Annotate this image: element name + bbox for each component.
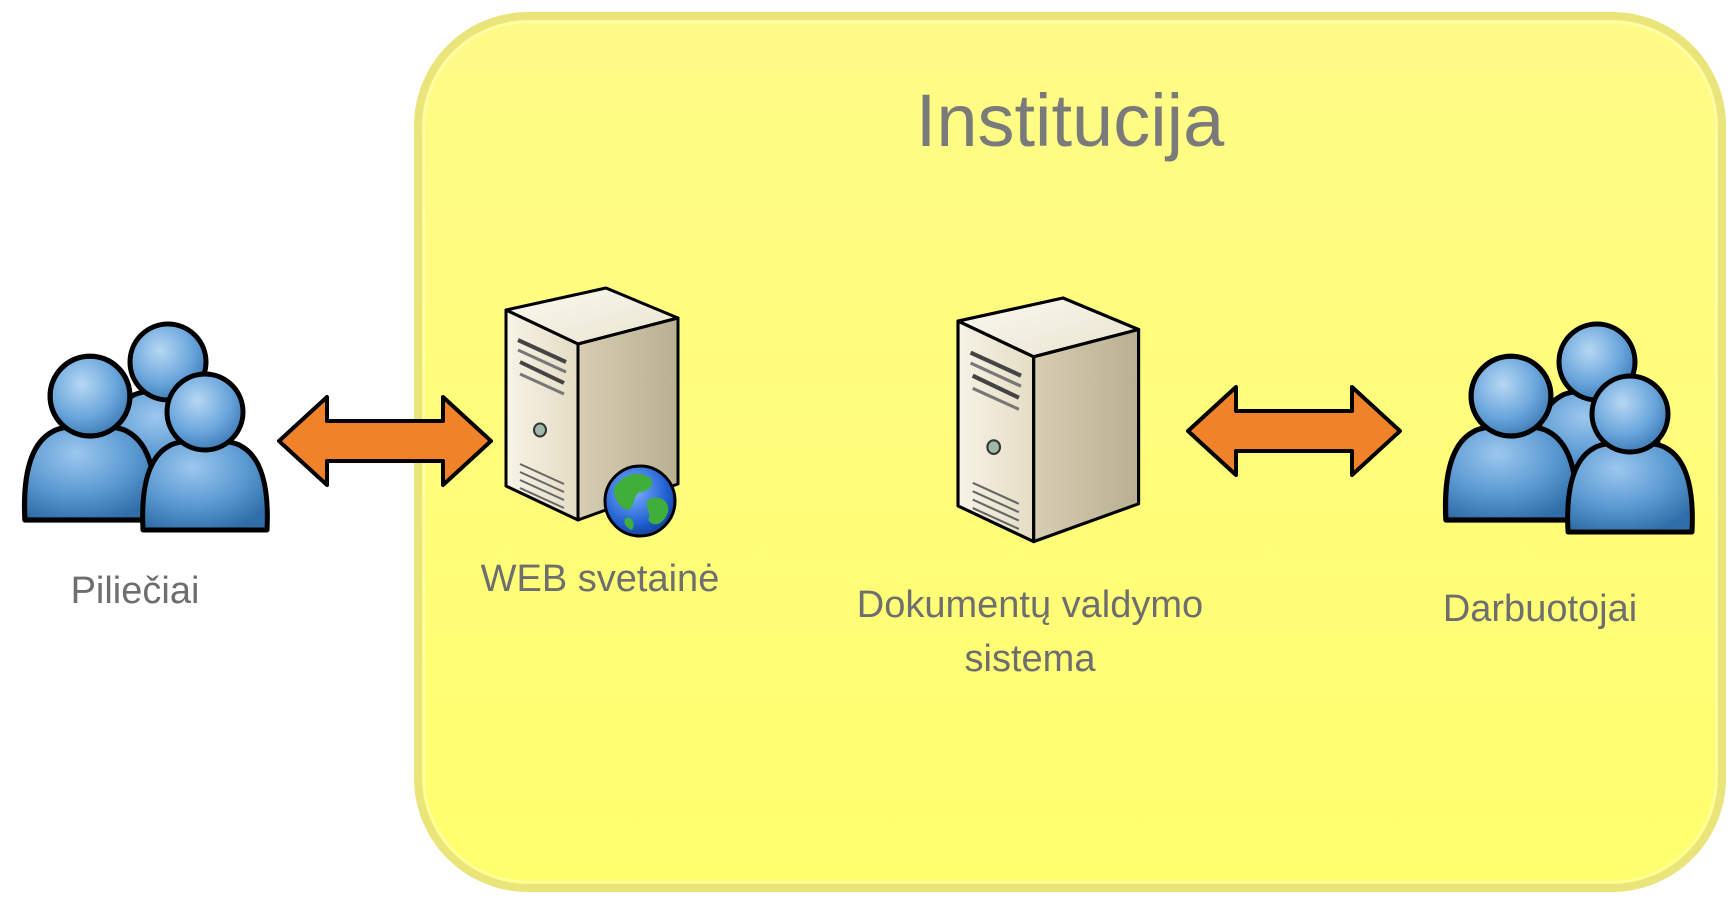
employees-label: Darbuotojai — [1442, 588, 1638, 630]
dms-label: Dokumentų valdymo sistema — [800, 578, 1260, 686]
dms-label-line2: sistema — [964, 638, 1096, 680]
institution-title: Institucija — [915, 79, 1225, 162]
dms-label-line1: Dokumentų valdymo — [856, 584, 1204, 626]
server-icon — [958, 298, 1139, 542]
web-server-icon — [504, 286, 680, 538]
citizens-label: Piliečiai — [70, 570, 200, 612]
globe-icon — [603, 464, 677, 538]
citizens-users-icon — [25, 324, 268, 530]
web-site-label: WEB svetainė — [480, 558, 720, 600]
arrow-citizens-web — [277, 395, 493, 487]
